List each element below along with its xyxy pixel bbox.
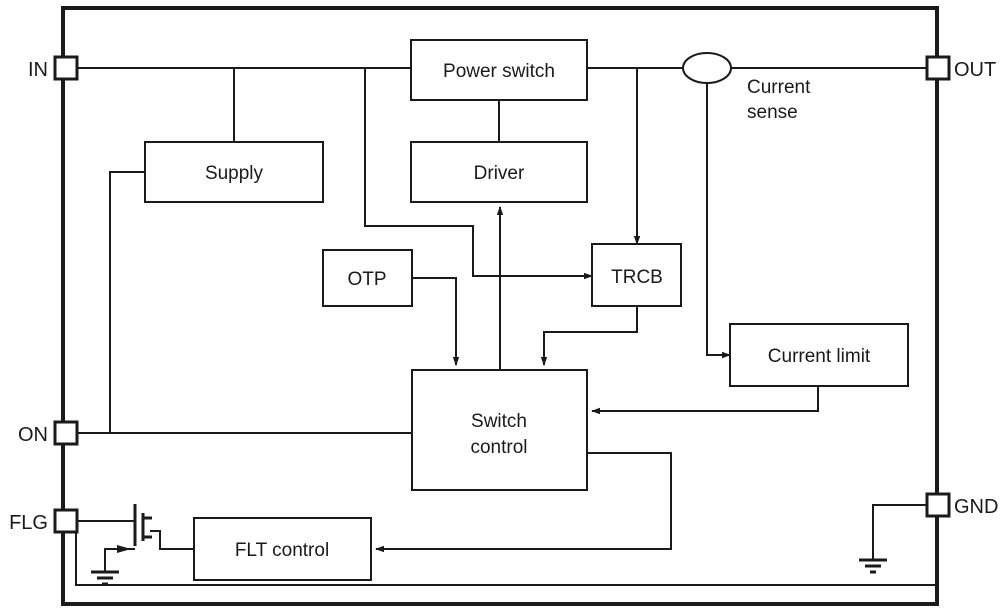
wire-current-limit-to-switch-control [591,386,819,415]
pin-pad-gnd[interactable] [925,492,951,518]
wire-trcb-to-switch-control [540,306,638,366]
wire-supply-to-on-rail [109,171,145,433]
pin-pad-on[interactable] [53,420,79,446]
wire-switch-control-to-flt-control [375,452,672,553]
pins [53,55,951,534]
wire-gnd-to-ground [872,504,930,560]
wire-sense-to-current-limit [706,83,731,359]
block-label-switch-control-line1: Switch [471,411,527,432]
nmos-transistor-icon [133,504,152,546]
blocks [144,39,909,581]
block-label-switch-control-line2: control [470,437,527,458]
block-label-trcb: TRCB [611,267,663,288]
block-trcb[interactable] [591,243,682,307]
block-otp[interactable] [322,249,413,307]
block-label-otp: OTP [347,269,386,290]
wire-otp-to-switch-control [412,277,460,366]
pin-label-gnd: GND [954,496,998,518]
wire-gnd-rail [75,505,938,586]
block-power-switch[interactable] [410,39,588,101]
pin-label-out: OUT [954,59,996,81]
block-label-supply: Supply [205,163,264,184]
block-flt-control[interactable] [193,517,372,581]
pin-pad-in[interactable] [53,55,79,81]
wire-source-to-ground [104,548,135,572]
block-label-power-switch: Power switch [443,61,555,82]
wire-in-to-trcb [364,68,593,280]
block-switch-control[interactable] [411,369,588,491]
gnd-ground-icon [859,558,887,574]
pin-label-on: ON [18,424,48,446]
device-outline [61,6,939,606]
pin-label-in: IN [28,59,48,81]
block-driver[interactable] [410,141,588,203]
block-supply[interactable] [144,141,324,203]
pin-label-flg: FLG [9,512,48,534]
flg-ground-icon [91,570,119,586]
block-label-driver: Driver [474,163,525,184]
wires [75,67,938,586]
block-label-flt-control: FLT control [235,540,329,561]
block-label-current-limit: Current limit [768,346,871,367]
block-current-limit[interactable] [729,323,909,387]
pin-pad-out[interactable] [925,55,951,81]
wire-flt-control-to-gate [150,530,194,550]
nmos-source-arrow-icon [117,545,131,553]
current-sense-icon [682,52,732,84]
pin-pad-flg[interactable] [53,508,79,534]
annotation-current-sense-line2: sense [747,102,798,123]
annotation-current-sense-line1: Current [747,77,811,98]
